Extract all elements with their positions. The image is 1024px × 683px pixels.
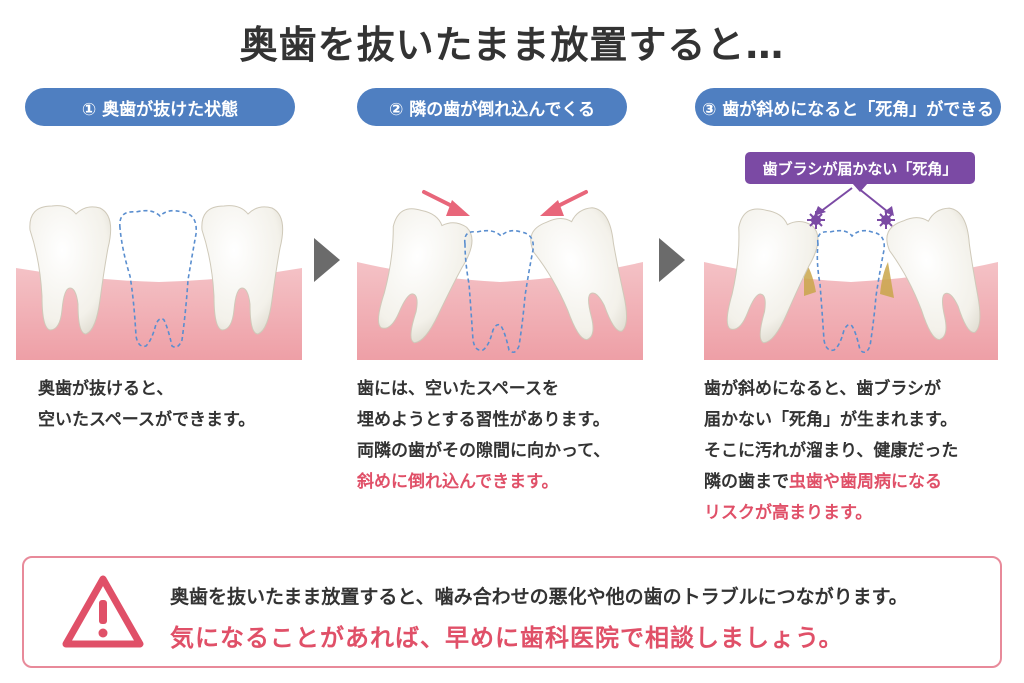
step-2-illustration (357, 200, 643, 360)
next-step-arrow-icon (659, 238, 685, 282)
callout-tail (852, 183, 868, 192)
blind-spot-callout: 歯ブラシが届かない「死角」 (745, 152, 975, 184)
left-tilted-molar (378, 208, 473, 344)
missing-tooth-outline (816, 229, 886, 354)
right-molar (201, 205, 284, 335)
bacteria-left-icon (807, 211, 825, 229)
step-3-description: 歯が斜めになると、歯ブラシが 届かない「死角」が生まれます。 そこに汚れが溜まり… (704, 374, 958, 529)
right-tilted-molar (886, 207, 981, 341)
right-tilted-molar (530, 207, 627, 341)
step-3-line-text: 隣の歯まで (704, 472, 789, 492)
tilt-arrow-left-icon (540, 190, 588, 216)
step-3-line: そこに汚れが溜まり、健康だった (704, 441, 959, 461)
step-2-line-highlight: 斜めに倒れ込んできます。 (357, 472, 559, 492)
step-3-line: 届かない「死角」が生まれます。 (704, 410, 958, 430)
left-tilted-molar (726, 208, 819, 344)
step-1-label: ① 奥歯が抜けた状態 (25, 88, 295, 126)
left-molar (29, 205, 112, 335)
step-1-illustration (16, 200, 302, 360)
step-1-line: 空いたスペースができます。 (38, 410, 256, 430)
step-3-label: ③ 歯が斜めになると「死角」ができる (695, 88, 1001, 126)
step-3-illustration (704, 200, 998, 360)
step-1-description: 奥歯が抜けると、 空いたスペースができます。 (38, 374, 255, 436)
bacteria-right-icon (877, 211, 895, 229)
step-2-line: 埋めようとする習性があります。 (357, 410, 610, 430)
tilt-arrow-right-icon (422, 190, 470, 216)
step-3-line: 歯が斜めになると、歯ブラシが (704, 379, 941, 399)
step-3-line: 隣の歯まで虫歯や歯周病になる (704, 467, 958, 498)
missing-tooth-outline (463, 229, 535, 354)
step-2-line: 歯には、空いたスペースを (357, 379, 559, 399)
warning-box: 奥歯を抜いたまま放置すると、噛み合わせの悪化や他の歯のトラブルにつながります。 … (22, 556, 1002, 668)
step-3-line-highlight: リスクが高まります。 (704, 503, 873, 523)
missing-tooth-outline (119, 209, 198, 348)
warning-triangle-icon (62, 575, 144, 648)
step-2-description: 歯には、空いたスペースを 埋めようとする習性があります。 両隣の歯がその隙間に向… (357, 374, 610, 498)
plaque-right (880, 262, 894, 298)
step-1-line: 奥歯が抜けると、 (38, 379, 174, 399)
warning-advice: 気になることがあれば、早めに歯科医院で相談しましょう。 (170, 624, 844, 652)
next-step-arrow-icon (314, 238, 340, 282)
step-2-line: 両隣の歯がその隙間に向かって、 (357, 441, 611, 461)
warning-text: 奥歯を抜いたまま放置すると、噛み合わせの悪化や他の歯のトラブルにつながります。 (170, 586, 908, 608)
step-2-label: ② 隣の歯が倒れ込んでくる (357, 88, 627, 126)
step-3-line-highlight: 虫歯や歯周病になる (789, 472, 942, 492)
page-title: 奥歯を抜いたまま放置すると… (239, 23, 785, 67)
